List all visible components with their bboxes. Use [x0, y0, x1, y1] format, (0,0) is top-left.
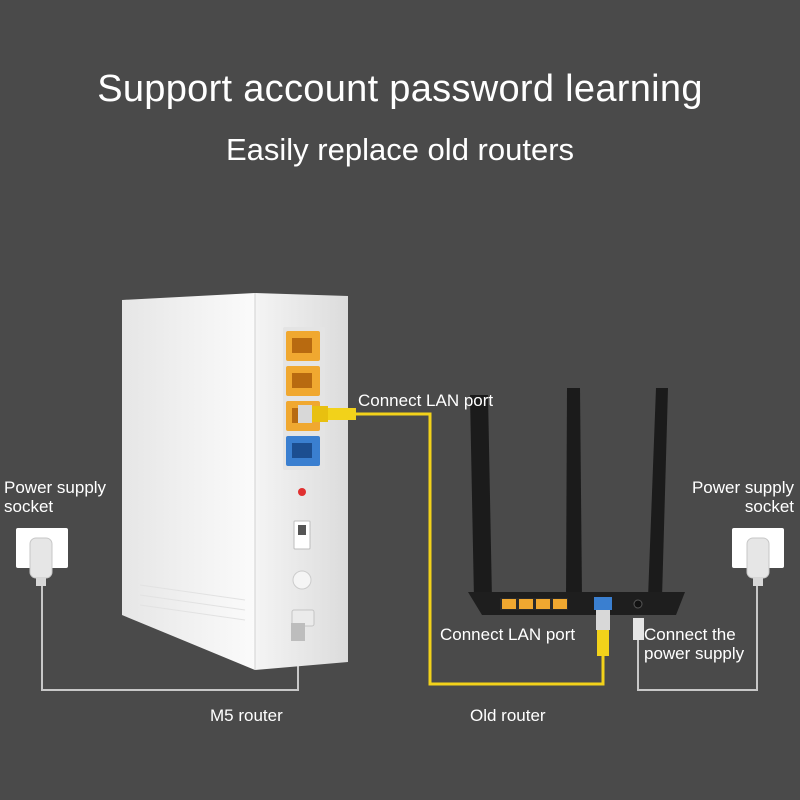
power-socket-right-label: Power supply socket: [691, 478, 794, 516]
m5-wan-port: [286, 436, 320, 466]
m5-lan-connector: [298, 405, 356, 423]
m5-reset-button: [298, 488, 306, 496]
usb-port-icon: [293, 520, 311, 550]
old-lan-port-4: [553, 599, 567, 609]
power-button-icon: [292, 570, 312, 590]
old-wan-port: [594, 597, 612, 610]
m5-lan-port-1: [286, 331, 320, 361]
old-power-jack: [633, 599, 643, 609]
old-lan-port-2: [519, 599, 533, 609]
old-router: [468, 388, 685, 656]
m5-power-plug: [291, 623, 305, 641]
connect-power-label: Connect the power supply: [644, 625, 745, 663]
m5-lan-port-2: [286, 366, 320, 396]
m5-router-vent: [139, 584, 246, 621]
m5-router-front: [122, 293, 255, 670]
power-socket-left: [16, 528, 68, 586]
antenna-right: [648, 388, 668, 598]
old-lan-port-3: [536, 599, 550, 609]
old-power-plug: [633, 618, 644, 640]
old-router-label: Old router: [470, 706, 546, 725]
power-cable-right: [637, 585, 758, 691]
page-title: Support account password learning: [97, 68, 703, 110]
old-lan-port-1: [502, 599, 516, 609]
m5-router-label: M5 router: [210, 706, 283, 725]
page-subtitle: Easily replace old routers: [225, 132, 575, 167]
connect-lan-port-top-label: Connect LAN port: [358, 391, 494, 410]
power-socket-right: [732, 528, 784, 586]
lan-cable: [355, 412, 605, 686]
connect-lan-port-bottom-label: Connect LAN port: [440, 625, 576, 644]
old-lan-connector: [596, 610, 610, 656]
antenna-left: [470, 395, 492, 600]
m5-router: [122, 293, 356, 670]
power-socket-left-label: Power supply socket: [4, 478, 107, 516]
antenna-middle: [566, 388, 582, 598]
